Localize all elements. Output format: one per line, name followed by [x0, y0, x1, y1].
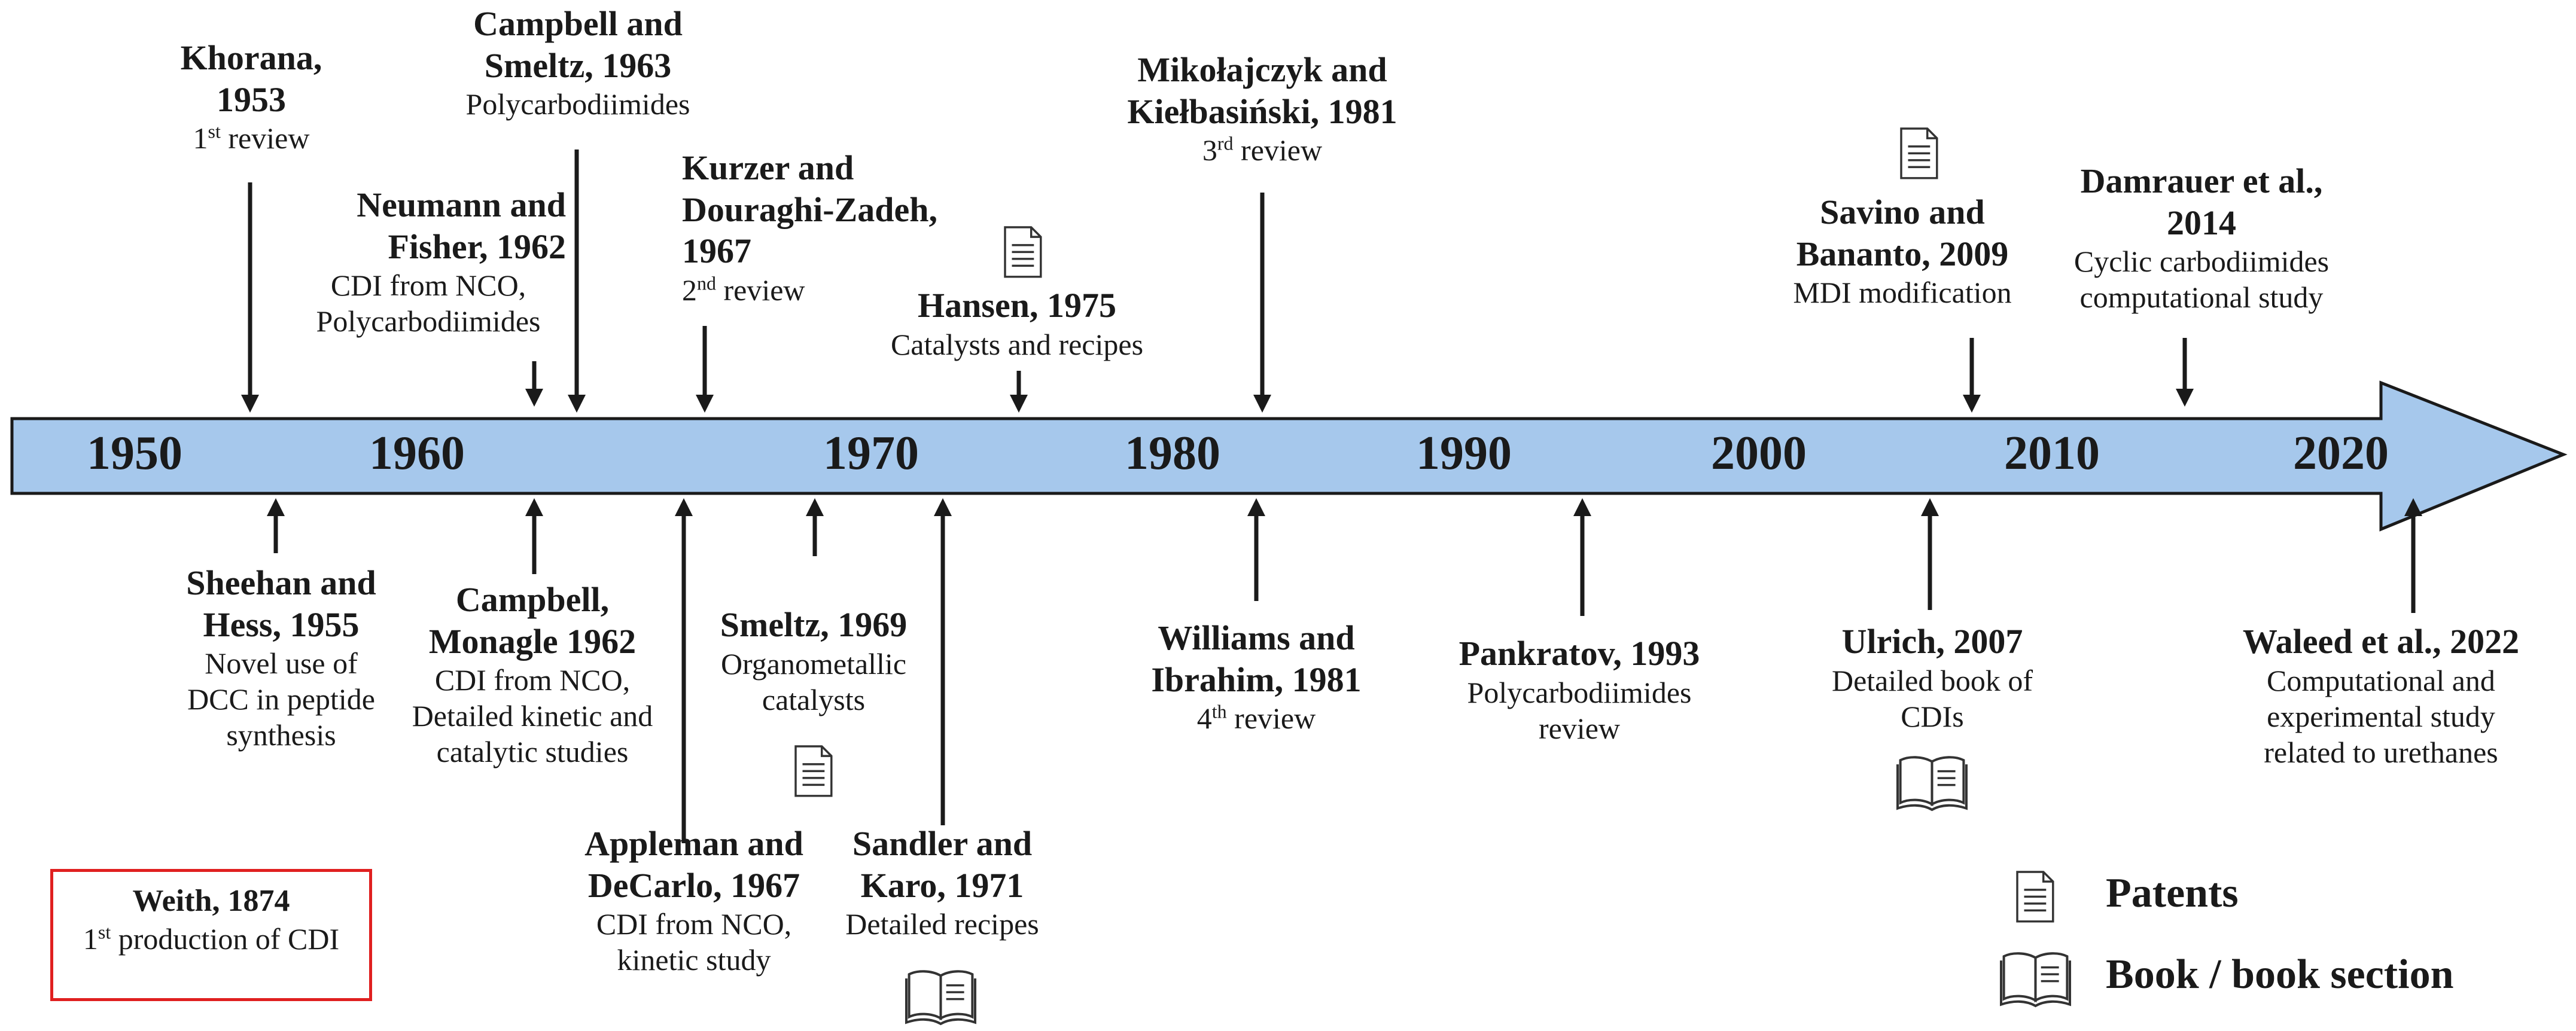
event-hansen-1975: Hansen, 1975 Catalysts and recipes — [861, 285, 1173, 362]
event-title: Mikołajczyk and Kiełbasiński, 1981 — [1127, 50, 1397, 131]
event-ulrich-2007: Ulrich, 2007 Detailed book of CDIs — [1795, 621, 2070, 734]
patent-document-icon — [794, 745, 833, 797]
event-description: Cyclic carbodiimides computational study — [2073, 245, 2330, 315]
event-description: Organometallic catalysts — [720, 646, 907, 716]
legend-book-label: Book / book section — [2106, 951, 2454, 998]
event-sheehan-hess-1955: Sheehan and Hess, 1955 Novel use of DCC … — [126, 562, 437, 753]
year-1990: 1990 — [1416, 427, 1512, 480]
connector-arrow-head — [525, 389, 543, 407]
event-description: MDI modification — [1793, 276, 2012, 310]
connector-arrow-head — [1253, 395, 1271, 413]
event-title: Damrauer et al., 2014 — [2080, 161, 2323, 242]
patent-document-icon — [1900, 127, 1938, 179]
event-title: Neumann and Fisher, 1962 — [357, 185, 566, 266]
event-title: Sandler and Karo, 1971 — [852, 824, 1033, 905]
event-mikolajczyk-1981: Mikołajczyk and Kiełbasiński, 1981 3rd r… — [1083, 49, 1442, 168]
event-pankratov-1993: Pankratov, 1993 Polycarbodiimides review — [1424, 633, 1735, 746]
year-2000: 2000 — [1711, 427, 1807, 480]
event-description: 1st review — [193, 120, 310, 155]
year-1950: 1950 — [87, 427, 182, 480]
connector-arrow-head — [1573, 498, 1591, 516]
document-icons — [794, 127, 2054, 923]
year-1970: 1970 — [823, 427, 919, 480]
connector-arrow-head — [1963, 395, 1981, 413]
year-2010: 2010 — [2004, 427, 2100, 480]
event-title: Campbell and Smeltz, 1963 — [473, 4, 683, 85]
event-damrauer-2014: Damrauer et al., 2014 Cyclic carbodiimid… — [2034, 160, 2369, 315]
year-1960: 1960 — [369, 427, 465, 480]
event-description: CDI from NCO, Polycarbodiimides — [316, 269, 541, 338]
event-title: Williams and Ibrahim, 1981 — [1151, 618, 1362, 699]
timeline-arrow-bar — [10, 380, 2568, 532]
connector-arrow-head — [696, 395, 714, 413]
connector-arrows — [241, 150, 2422, 843]
weith-1874-callout: Weith, 1874 1st production of CDI — [50, 869, 372, 1001]
event-title: Smeltz, 1969 — [720, 605, 908, 644]
event-waleed-2022: Waleed et al., 2022 Computational and ex… — [2202, 621, 2560, 770]
connector-arrow-head — [2176, 389, 2194, 407]
event-campbell-monagle-1962: Campbell, Monagle 1962 CDI from NCO, Det… — [377, 579, 688, 770]
event-description: Polycarbodiimides — [465, 87, 690, 121]
event-title: Savino and Bananto, 2009 — [1796, 193, 2009, 273]
event-description: Detailed book of CDIs — [1831, 663, 2033, 733]
event-campbell-smeltz-1963: Campbell and Smeltz, 1963 Polycarbodiimi… — [410, 3, 745, 122]
connector-arrow-head — [525, 498, 543, 516]
event-description: Computational and experimental study rel… — [2264, 663, 2498, 769]
year-2020: 2020 — [2293, 427, 2389, 480]
event-description: Detailed recipes — [845, 907, 1039, 941]
legend-patents-label: Patents — [2106, 870, 2239, 916]
connector-arrow-head — [1921, 498, 1939, 516]
connector-arrow-head — [1010, 395, 1028, 413]
year-1980: 1980 — [1125, 427, 1220, 480]
event-title: Appleman and DeCarlo, 1967 — [584, 824, 803, 905]
event-description: Novel use of DCC in peptide synthesis — [187, 646, 375, 752]
event-title: Campbell, Monagle 1962 — [428, 580, 637, 661]
event-description: 1st production of CDI — [83, 921, 340, 956]
connector-arrow-head — [267, 498, 285, 516]
event-title: Pankratov, 1993 — [1458, 634, 1700, 673]
event-smeltz-1969: Smeltz, 1969 Organometallic catalysts — [670, 604, 957, 718]
event-description: CDI from NCO, Detailed kinetic and catal… — [412, 663, 653, 769]
event-description: Catalysts and recipes — [890, 327, 1144, 361]
patent-document-icon — [1004, 226, 1042, 278]
connector-arrow-head — [675, 498, 693, 516]
event-title: Hansen, 1975 — [918, 286, 1116, 325]
open-book-icon — [905, 970, 977, 1026]
event-description: 2nd review — [682, 272, 805, 307]
event-title: Waleed et al., 2022 — [2242, 622, 2520, 661]
event-description: Polycarbodiimides review — [1467, 675, 1692, 745]
open-book-icon — [1999, 952, 2072, 1008]
event-kurzer-1967: Kurzer and Douraghi-Zadeh, 1967 2nd revi… — [682, 147, 993, 308]
event-title: Sheehan and Hess, 1955 — [186, 563, 376, 644]
connector-arrow-head — [241, 395, 259, 413]
connector-arrow-head — [568, 395, 586, 413]
connector-arrow-head — [806, 498, 824, 516]
event-williams-ibrahim-1981: Williams and Ibrahim, 1981 4th review — [1101, 617, 1412, 736]
event-sandler-karo-1971: Sandler and Karo, 1971 Detailed recipes — [799, 823, 1086, 942]
event-title: Kurzer and Douraghi-Zadeh, 1967 — [682, 148, 938, 271]
connector-arrow-head — [2404, 498, 2422, 516]
event-savino-2009: Savino and Bananto, 2009 MDI modificatio… — [1753, 191, 2052, 310]
patent-document-icon — [2016, 871, 2054, 923]
open-book-icon — [1896, 756, 1968, 812]
event-description: 3rd review — [1202, 132, 1323, 167]
event-title: Ulrich, 2007 — [1841, 622, 2023, 661]
event-title: Khorana, 1953 — [180, 38, 322, 119]
connector-arrow-head — [1247, 498, 1265, 516]
connector-arrow-head — [934, 498, 952, 516]
event-khorana-1953: Khorana, 1953 1st review — [138, 37, 365, 156]
event-description: CDI from NCO, kinetic study — [596, 907, 792, 977]
event-neumann-fisher-1962: Neumann and Fisher, 1962 CDI from NCO, P… — [291, 184, 566, 339]
book-icons — [905, 756, 2072, 1026]
event-description: 4th review — [1196, 700, 1316, 736]
event-appleman-1967: Appleman and DeCarlo, 1967 CDI from NCO,… — [538, 823, 849, 978]
event-title: Weith, 1874 — [132, 884, 290, 918]
